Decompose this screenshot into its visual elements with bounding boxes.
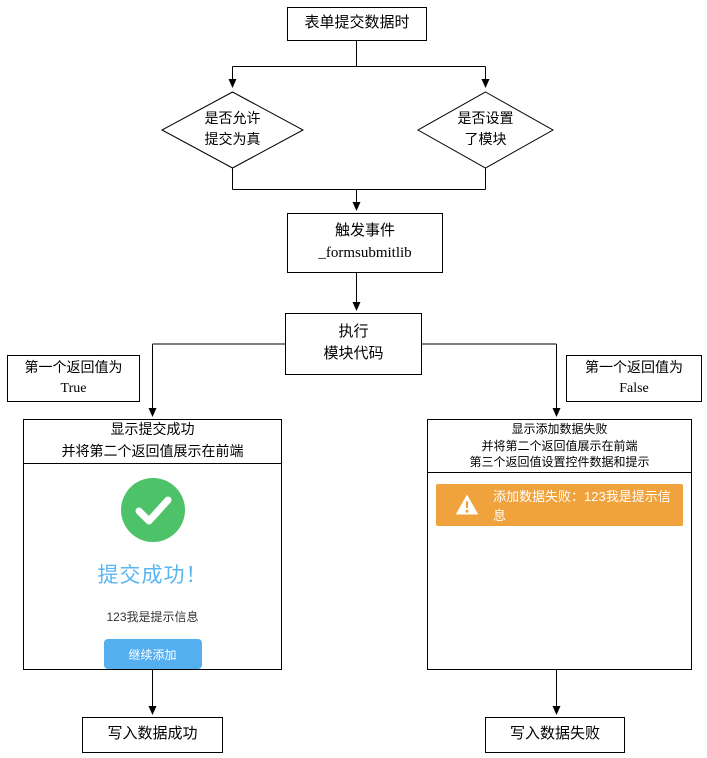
success-result-title: 提交成功！ <box>97 564 208 588</box>
fail-panel: 显示添加数据失败 并将第二个返回值展示在前端 第三个返回值设置控件数据和提示 添… <box>427 419 692 670</box>
branch-false-line2: False <box>619 380 649 396</box>
branch-false-line1: 第一个返回值为 <box>585 360 683 376</box>
end-fail-label: 写入数据失败 <box>509 726 600 743</box>
trigger-event-node: 触发事件 _formsubmitlib <box>287 213 443 273</box>
start-node: 表单提交数据时 <box>287 7 427 41</box>
decision-allow-submit: 是否允许 提交为真 <box>172 106 293 154</box>
fail-panel-body: 添加数据失败：123我是提示信息 <box>428 473 691 669</box>
start-node-label: 表单提交数据时 <box>304 15 410 32</box>
decision-module-line1: 是否设置 <box>457 112 514 127</box>
check-circle-icon <box>120 478 185 543</box>
decision-module-line2: 了模块 <box>464 133 507 148</box>
decision-allow-line1: 是否允许 <box>204 112 261 127</box>
branch-true-label: 第一个返回值为 True <box>7 355 140 402</box>
fail-header-line1: 显示添加数据失败 <box>511 421 608 436</box>
end-success-label: 写入数据成功 <box>107 726 198 743</box>
branch-true-line2: True <box>60 380 87 396</box>
success-panel-body: 提交成功！ 123我是提示信息 继续添加 <box>24 464 281 670</box>
alert-banner: 添加数据失败：123我是提示信息 <box>436 484 683 526</box>
fail-panel-header: 显示添加数据失败 并将第二个返回值展示在前端 第三个返回值设置控件数据和提示 <box>428 420 691 473</box>
run-module-node: 执行 模块代码 <box>285 313 422 375</box>
success-panel: 显示提交成功 并将第二个返回值展示在前端 提交成功！ 123我是提示信息 继续添… <box>23 419 282 670</box>
alert-banner-text: 添加数据失败：123我是提示信息 <box>493 489 671 523</box>
run-module-line2: 模块代码 <box>323 346 384 362</box>
decision-allow-line2: 提交为真 <box>204 133 261 148</box>
success-header-line2: 并将第二个返回值展示在前端 <box>61 444 244 460</box>
continue-add-button[interactable]: 继续添加 <box>103 639 202 670</box>
trigger-event-line1: 触发事件 <box>334 223 395 240</box>
success-header-line1: 显示提交成功 <box>110 423 195 438</box>
branch-false-label: 第一个返回值为 False <box>566 355 702 402</box>
success-message: 123我是提示信息 <box>106 610 199 625</box>
end-fail-node: 写入数据失败 <box>485 717 625 753</box>
branch-true-line1: 第一个返回值为 <box>24 360 123 376</box>
end-success-node: 写入数据成功 <box>82 717 223 753</box>
success-panel-header: 显示提交成功 并将第二个返回值展示在前端 <box>24 420 281 465</box>
trigger-event-line2: _formsubmitlib <box>318 245 412 261</box>
fail-header-line3: 第三个返回值设置控件数据和提示 <box>469 455 650 470</box>
run-module-line1: 执行 <box>338 324 369 341</box>
fail-header-line2: 并将第二个返回值展示在前端 <box>481 438 638 453</box>
warning-triangle-icon <box>455 494 479 515</box>
decision-module-set: 是否设置 了模块 <box>425 106 546 154</box>
